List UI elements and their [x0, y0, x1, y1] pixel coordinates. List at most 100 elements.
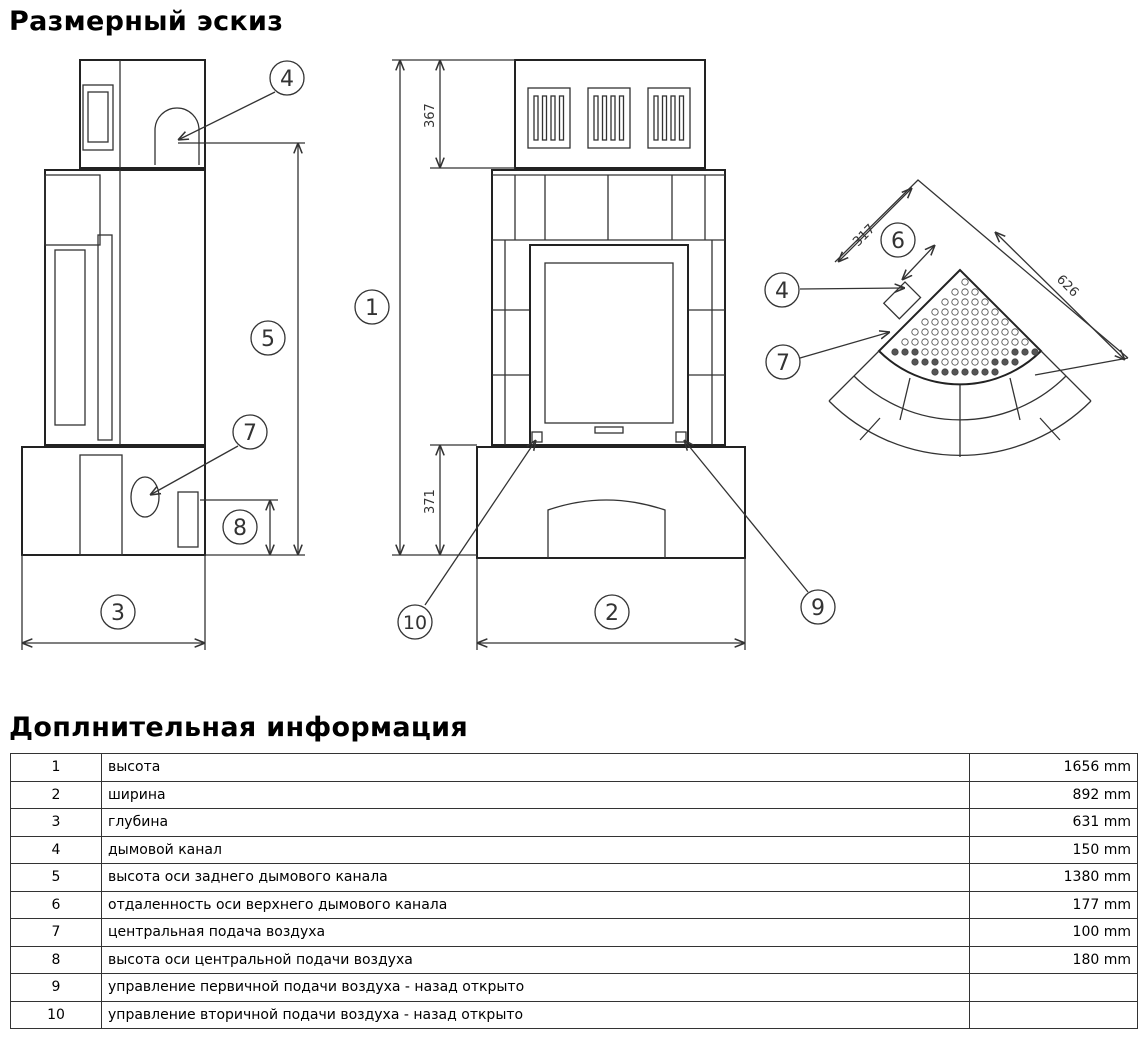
grate-hole [981, 318, 989, 326]
grate-hole [981, 348, 989, 356]
callout-3: 3 [100, 594, 136, 630]
svg-text:4: 4 [775, 279, 789, 304]
grate-hole [961, 368, 969, 376]
grate-hole [1001, 338, 1009, 346]
grate-hole [951, 368, 959, 376]
grate-hole [921, 348, 929, 356]
callout-9: 9 [800, 589, 836, 625]
svg-text:3: 3 [111, 601, 125, 626]
grate-hole [911, 328, 919, 336]
row-label: отдаленность оси верхнего дымового канал… [101, 890, 970, 919]
grate-hole [961, 288, 969, 296]
grate-hole [931, 308, 939, 316]
grate-hole [971, 288, 979, 296]
grate-hole [971, 338, 979, 346]
svg-text:6: 6 [891, 229, 905, 254]
grate-hole [941, 318, 949, 326]
grate-hole [931, 338, 939, 346]
row-value: 892 mm [969, 780, 1138, 809]
grate-hole [971, 358, 979, 366]
row-value: 631 mm [969, 808, 1138, 837]
row-value: 1656 mm [969, 753, 1138, 782]
grate-hole [971, 348, 979, 356]
grate-hole [991, 308, 999, 316]
grate-hole [951, 308, 959, 316]
grate-hole [971, 368, 979, 376]
grate-hole [911, 338, 919, 346]
row-value: 177 mm [969, 890, 1138, 919]
grate-hole [941, 328, 949, 336]
svg-text:10: 10 [403, 612, 427, 634]
svg-text:9: 9 [811, 596, 825, 621]
side-view [21, 59, 305, 650]
grate-hole [951, 348, 959, 356]
grate-hole [951, 298, 959, 306]
grate-hole [901, 338, 909, 346]
grate-hole [951, 358, 959, 366]
grate-hole [931, 358, 939, 366]
svg-text:2: 2 [605, 601, 619, 626]
row-number: 8 [10, 945, 102, 974]
dim-367: 367 [423, 103, 438, 128]
row-number: 10 [10, 1000, 102, 1029]
row-label: высота оси заднего дымового канала [101, 863, 970, 892]
grate-hole [991, 368, 999, 376]
grate-hole [931, 368, 939, 376]
info-heading: Доплнительная информация [9, 712, 469, 743]
grate-hole [961, 278, 969, 286]
row-number: 3 [10, 808, 102, 837]
row-value: 180 mm [969, 945, 1138, 974]
row-number: 6 [10, 890, 102, 919]
grate-hole [991, 348, 999, 356]
grate-hole [961, 328, 969, 336]
row-label: глубина [101, 808, 970, 837]
grate-hole [971, 318, 979, 326]
grate-hole [961, 308, 969, 316]
grate-hole [941, 348, 949, 356]
grate-hole [901, 348, 909, 356]
row-label: высота [101, 753, 970, 782]
row-number: 2 [10, 780, 102, 809]
sketch-heading: Размерный эскиз [9, 6, 284, 37]
callout-8: 8 [222, 509, 258, 545]
dim-371: 371 [423, 489, 438, 514]
row-label: ширина [101, 780, 970, 809]
grate-hole [981, 308, 989, 316]
svg-text:8: 8 [233, 516, 247, 541]
callout-7-side: 7 [232, 414, 268, 450]
callout-7-plan: 7 [765, 344, 801, 380]
grate-hole [971, 328, 979, 336]
grate-hole [941, 358, 949, 366]
plan-view: 317 626 [799, 179, 1129, 457]
row-label: управление вторичной подачи воздуха - на… [101, 1000, 970, 1029]
row-number: 9 [10, 973, 102, 1002]
grate-hole [1011, 328, 1019, 336]
callout-5: 5 [250, 320, 286, 356]
grate-hole [1011, 338, 1019, 346]
svg-text:7: 7 [243, 421, 257, 446]
grate-hole [931, 318, 939, 326]
row-value [969, 973, 1138, 1002]
callout-4-plan: 4 [764, 272, 800, 308]
grate-hole [921, 328, 929, 336]
grate-hole [1021, 348, 1029, 356]
grate-hole [981, 338, 989, 346]
grate-hole [1001, 348, 1009, 356]
callout-6: 6 [880, 222, 916, 258]
grate-hole [961, 298, 969, 306]
grate-hole [911, 358, 919, 366]
svg-text:4: 4 [280, 67, 294, 92]
grate-hole [971, 298, 979, 306]
row-value: 100 mm [969, 918, 1138, 947]
grate-hole [991, 338, 999, 346]
grate-hole [961, 338, 969, 346]
dimension-drawing: 367 371 317 626 1 2 3 4 5 7 8 10 9 6 4 7 [21, 59, 1129, 650]
grate-hole [951, 328, 959, 336]
row-label: высота оси центральной подачи воздуха [101, 945, 970, 974]
